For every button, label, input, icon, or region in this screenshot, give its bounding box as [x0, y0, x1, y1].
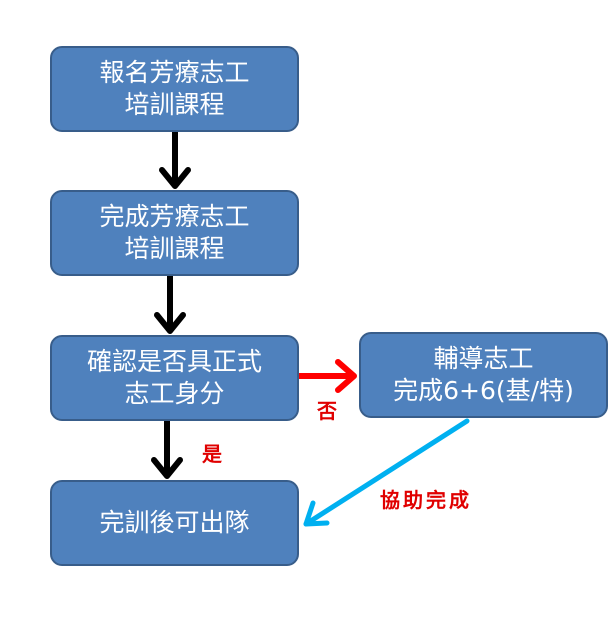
node-text: 完成芳療志工 — [99, 202, 250, 231]
node-mentor: 輔導志工 完成6+6(基/特) — [359, 332, 608, 418]
arrow-mentor-to-deploy — [303, 418, 470, 527]
arrow-confirm-to-deploy — [151, 418, 183, 479]
arrow-register-to-complete — [159, 129, 191, 189]
node-text: 完訓後可出隊 — [99, 508, 250, 537]
node-text: 報名芳療志工 — [99, 58, 250, 87]
arrow-complete-to-confirm — [154, 273, 186, 334]
node-confirm: 確認是否具正式 志工身分 — [50, 335, 299, 421]
node-text: 志工身分 — [124, 379, 225, 408]
node-text: 培訓課程 — [124, 90, 225, 119]
node-deploy: 完訓後可出隊 — [50, 480, 299, 566]
node-register: 報名芳療志工 培訓課程 — [50, 46, 299, 132]
node-text: 完成6+6(基/特) — [393, 376, 574, 405]
node-text: 培訓課程 — [124, 234, 225, 263]
label-no: 否 — [317, 399, 337, 423]
node-text: 輔導志工 — [433, 344, 534, 373]
node-text: 確認是否具正式 — [86, 347, 262, 376]
arrow-confirm-to-mentor — [296, 359, 357, 393]
label-yes: 是 — [202, 442, 222, 466]
label-assist: 協助完成 — [380, 488, 472, 512]
node-complete: 完成芳療志工 培訓課程 — [50, 190, 299, 276]
